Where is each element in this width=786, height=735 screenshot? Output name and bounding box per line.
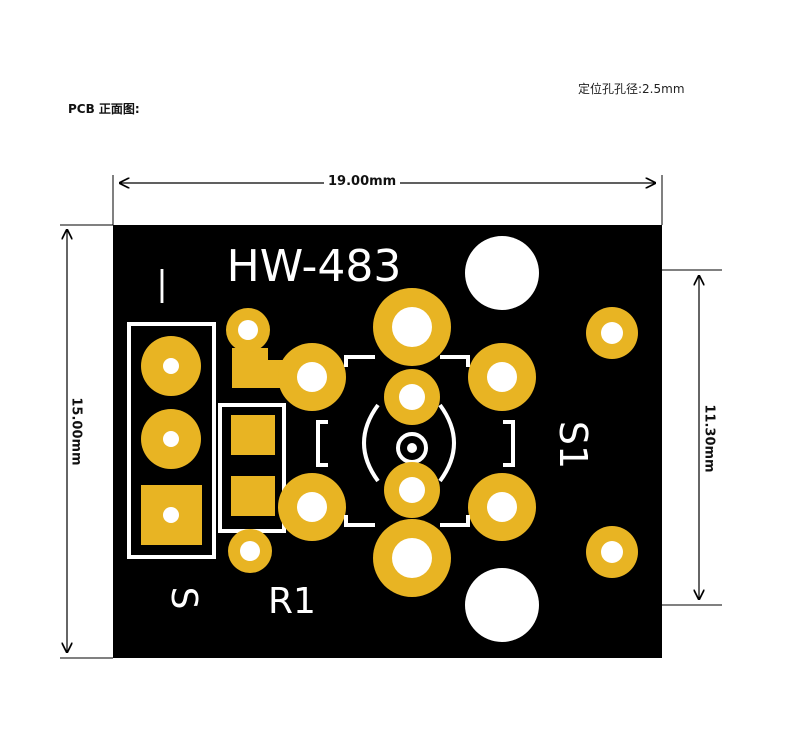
pin-one-mark: | — [156, 264, 167, 304]
switch-pads — [278, 343, 536, 541]
board-model-label: HW-483 — [227, 241, 402, 292]
height-dimension-label: 15.00mm — [68, 393, 84, 470]
switch-label: S1 — [551, 421, 595, 469]
hole-spacing-label: 11.30mm — [701, 400, 717, 477]
copper-trace — [232, 348, 283, 388]
page-title: PCB 正面图: — [68, 102, 140, 116]
switch-center — [407, 443, 417, 453]
hole-diameter-note: 定位孔孔径:2.5mm — [578, 82, 685, 96]
mounting-hole — [465, 568, 539, 642]
header-pads — [141, 336, 202, 545]
mounting-hole — [465, 236, 539, 310]
header-outline — [127, 322, 216, 559]
resistor-pad — [231, 415, 275, 455]
resistor-pad — [231, 476, 275, 516]
width-dimension-label: 19.00mm — [324, 174, 401, 189]
height-dimension — [60, 224, 113, 659]
resistor-label: R1 — [268, 581, 316, 622]
signal-label: S — [163, 587, 204, 610]
switch-outline — [316, 355, 515, 527]
